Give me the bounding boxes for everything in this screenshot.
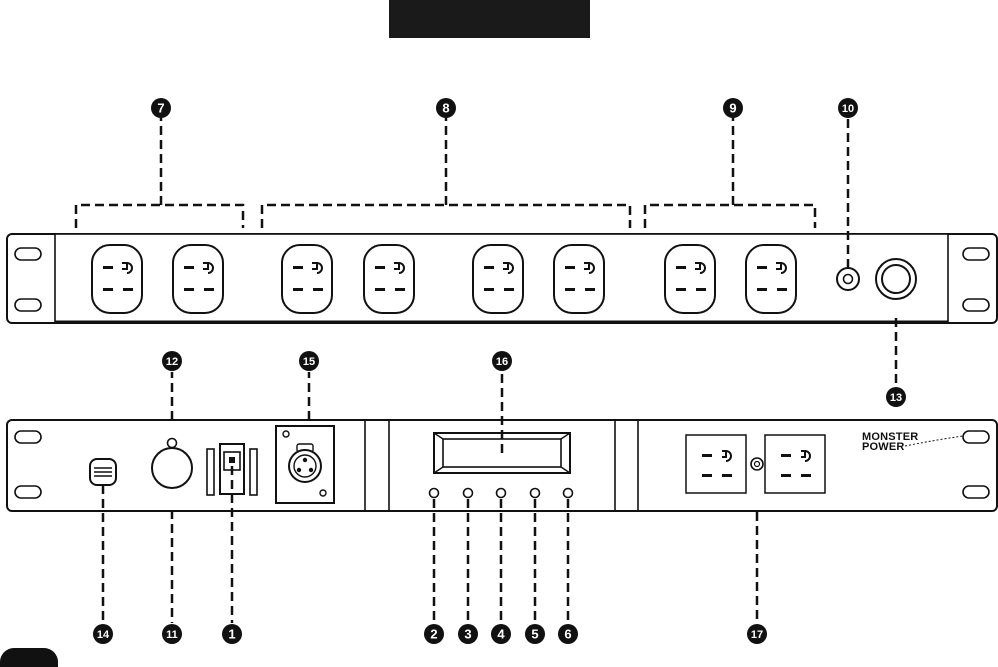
- front-outlet: [765, 435, 825, 493]
- svg-text:16: 16: [496, 356, 508, 368]
- page-number-tab: [0, 648, 58, 667]
- svg-text:17: 17: [751, 629, 763, 641]
- svg-text:2: 2: [430, 627, 437, 642]
- rear-outlet: [473, 245, 523, 313]
- rear-outlet: [173, 245, 223, 313]
- svg-text:10: 10: [842, 103, 854, 115]
- rear-outlet: [665, 245, 715, 313]
- svg-text:7: 7: [157, 101, 164, 116]
- svg-text:1: 1: [228, 627, 235, 642]
- svg-text:6: 6: [564, 627, 571, 642]
- rack-ear-slot: [15, 431, 41, 443]
- rack-ear-slot: [963, 248, 989, 260]
- svg-text:15: 15: [303, 356, 315, 368]
- svg-text:14: 14: [97, 629, 110, 641]
- svg-text:4: 4: [497, 627, 505, 642]
- callout-4: 4: [491, 624, 511, 644]
- rear-small-jack: [837, 268, 859, 290]
- leader-lines: [76, 118, 896, 623]
- rear-outlet: [554, 245, 604, 313]
- rear-outlet: [746, 245, 796, 313]
- brand-line-2: POWER: [862, 442, 918, 452]
- rack-ear-slot: [963, 486, 989, 498]
- callout-8: 8: [436, 98, 456, 118]
- callout-3: 3: [458, 624, 478, 644]
- callout-9: 9: [723, 98, 743, 118]
- callout-12: 12: [162, 351, 182, 371]
- svg-text:8: 8: [442, 101, 449, 116]
- rear-circuit-breaker: [876, 259, 916, 299]
- callout-13: 13: [886, 387, 906, 407]
- callout-17: 17: [747, 624, 767, 644]
- callout-5: 5: [525, 624, 545, 644]
- svg-text:11: 11: [166, 629, 178, 641]
- svg-text:5: 5: [531, 627, 538, 642]
- rack-ear-slot: [15, 299, 41, 311]
- rack-ear-slot: [15, 486, 41, 498]
- svg-text:13: 13: [890, 392, 902, 404]
- callout-1: 1: [222, 624, 242, 644]
- brand-logo: MONSTER POWER: [862, 432, 918, 452]
- rear-outlet: [364, 245, 414, 313]
- rear-outlet: [92, 245, 142, 313]
- callout-16: 16: [492, 351, 512, 371]
- svg-text:9: 9: [729, 101, 736, 116]
- dimmer-knob: [90, 459, 116, 485]
- xlr-light-connector: [276, 426, 334, 503]
- rear-outlet: [282, 245, 332, 313]
- callout-14: 14: [93, 624, 113, 644]
- callout-2: 2: [424, 624, 444, 644]
- svg-text:3: 3: [464, 627, 471, 642]
- rack-ear-slot: [963, 431, 989, 443]
- callout-11: 11: [162, 624, 182, 644]
- svg-text:12: 12: [166, 356, 178, 368]
- rack-ear-slot: [15, 248, 41, 260]
- callout-6: 6: [558, 624, 578, 644]
- callout-15: 15: [299, 351, 319, 371]
- rack-ear-slot: [963, 299, 989, 311]
- front-outlet: [686, 435, 746, 493]
- front-outlet-led: [751, 458, 763, 470]
- callout-7: 7: [151, 98, 171, 118]
- callout-10: 10: [838, 98, 858, 118]
